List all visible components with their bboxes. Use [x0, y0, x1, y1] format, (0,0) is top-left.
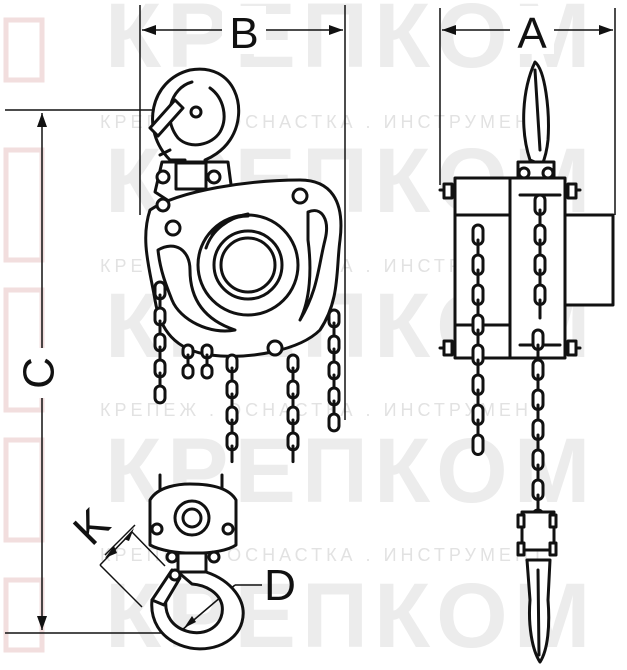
- label-b: B: [229, 9, 258, 58]
- side-top-hook: [516, 60, 556, 186]
- chain-link: [200, 363, 214, 380]
- front-bottom-block: [148, 473, 238, 575]
- watermark-brand: КРЕПКОМ: [105, 0, 597, 87]
- chain-link: [153, 384, 167, 405]
- chain-link: [327, 412, 341, 433]
- front-top-hook: [148, 67, 241, 177]
- label-d: D: [264, 561, 296, 610]
- watermark-tagline: КРЕПЕЖ . ОСНАСТКА . ИНСТРУМЕНТ: [100, 400, 547, 420]
- label-c: C: [15, 357, 64, 389]
- label-a: A: [517, 9, 547, 58]
- chain-link: [181, 363, 195, 380]
- front-bottom-hook: [150, 568, 245, 651]
- side-body: [438, 176, 615, 360]
- side-bottom-hook: [516, 510, 558, 664]
- chain-link: [471, 433, 485, 456]
- side-chains: [471, 193, 547, 531]
- front-chains: [153, 280, 341, 464]
- dimension-c: C: [5, 109, 195, 634]
- label-k: K: [64, 499, 119, 554]
- dimension-a: A: [439, 6, 616, 215]
- front-main-body: [144, 178, 343, 358]
